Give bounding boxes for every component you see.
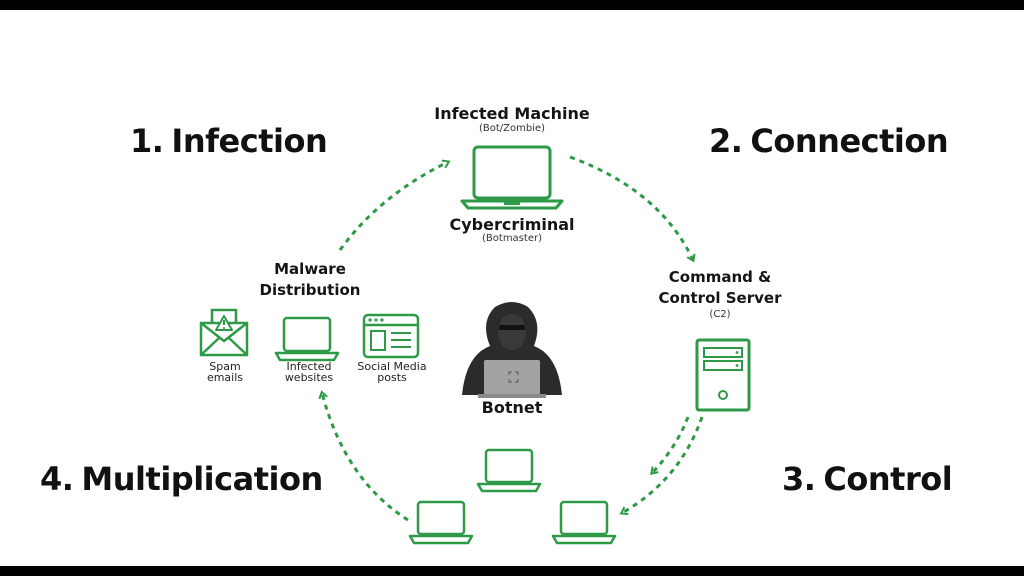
step-number-badge: 1. <box>130 122 164 160</box>
infected-machine-subtitle: (Bot/Zombie) <box>478 123 546 134</box>
step-infection: 1. Infection <box>130 122 328 160</box>
step-label: Infection <box>171 122 328 160</box>
caption-line: emails <box>206 371 244 384</box>
c2-title-line2: Control Server <box>658 289 782 307</box>
step-label: Multiplication <box>81 460 323 498</box>
step-number: 3. <box>782 460 816 498</box>
laptop-icon <box>274 316 340 362</box>
step-label: Connection <box>750 122 949 160</box>
arrow-connection <box>569 155 696 263</box>
arrow-multiplication <box>318 390 409 522</box>
step-number: 1. <box>130 122 164 160</box>
diagram-graphics <box>199 145 751 545</box>
caption-line: Spam <box>209 360 241 373</box>
step-label: Control <box>823 460 953 498</box>
malware-title-line1: Malware <box>274 260 346 278</box>
step-connection: 2. Connection <box>709 122 949 160</box>
caption-line: Infected <box>286 360 332 373</box>
server-icon <box>695 338 751 412</box>
arrow-control-a <box>650 416 690 476</box>
c2-title-line1: Command & <box>668 268 772 286</box>
step-number-badge: 3. <box>782 460 816 498</box>
step-number-badge: 2. <box>709 122 743 160</box>
bot-laptop-icon <box>476 448 542 493</box>
caption-line: posts <box>377 371 407 384</box>
browser-window-icon <box>362 313 420 359</box>
arrow-infection <box>338 159 451 251</box>
step-control: 3. Control <box>782 460 953 498</box>
envelope-warning-icon <box>199 308 249 357</box>
step-number-badge: 4. <box>40 460 74 498</box>
cybercriminal-title: Cybercriminal <box>449 215 575 234</box>
bot-laptop-icon <box>551 500 617 545</box>
caption-line: websites <box>284 371 334 384</box>
caption-line: Social Media <box>357 360 427 373</box>
bot-laptop-icon <box>408 500 474 545</box>
botnet-diagram: 1. Infection 2. Connection 3. Control 4.… <box>0 10 1024 566</box>
malware-title-line2: Distribution <box>259 281 361 299</box>
c2-subtitle: (C2) <box>709 309 731 320</box>
botnet-label: Botnet <box>481 398 543 417</box>
infected-machine-title: Infected Machine <box>434 104 590 123</box>
hacker-icon <box>462 302 562 398</box>
infected-machine-laptop-icon <box>460 145 564 210</box>
arrow-control-b <box>619 416 704 515</box>
step-number: 2. <box>709 122 743 160</box>
cybercriminal-subtitle: (Botmaster) <box>482 233 542 244</box>
step-multiplication: 4. Multiplication <box>40 460 323 498</box>
step-number: 4. <box>40 460 74 498</box>
